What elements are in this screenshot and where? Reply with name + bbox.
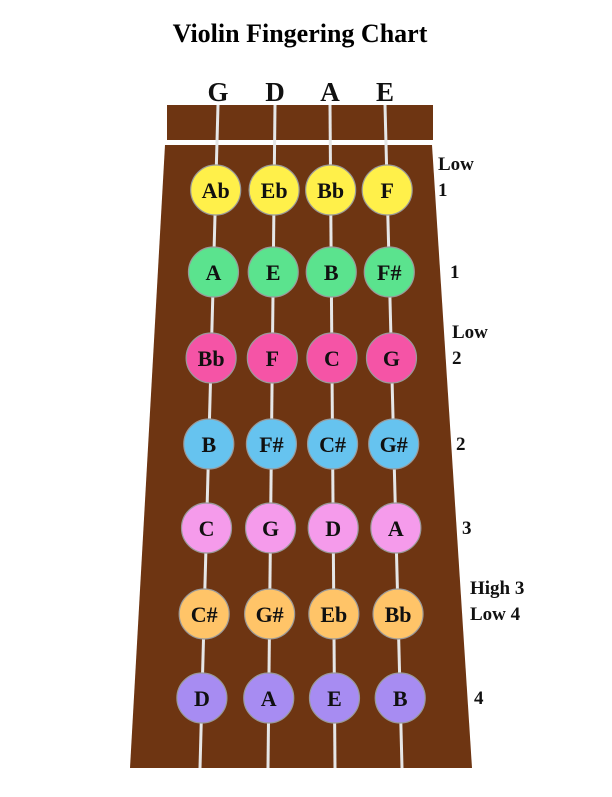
finger-label: Low <box>452 322 488 343</box>
finger-label: 2 <box>452 348 462 369</box>
note-circle <box>361 164 413 216</box>
note-circle <box>363 246 415 298</box>
note-label: A <box>388 516 404 541</box>
note-label: Eb <box>320 602 347 627</box>
chart-title: Violin Fingering Chart <box>173 19 428 48</box>
note-circle <box>176 672 228 724</box>
note-circle <box>180 502 233 554</box>
note-circle <box>374 672 426 724</box>
note-circle <box>305 164 357 216</box>
finger-label: 1 <box>438 180 448 201</box>
string-label: E <box>376 77 394 107</box>
note-label: A <box>261 686 277 711</box>
note-circle <box>248 164 300 216</box>
note-label: C# <box>319 432 346 457</box>
note-row: A E B F# <box>187 246 415 298</box>
note-circle <box>187 246 240 298</box>
note-circle <box>178 588 230 640</box>
note-circle <box>246 332 298 384</box>
note-label: F <box>380 178 393 203</box>
note-label: C <box>199 516 215 541</box>
note-circle <box>244 502 297 554</box>
nut <box>167 105 433 140</box>
note-circle <box>243 672 295 724</box>
note-circle <box>308 672 361 724</box>
finger-label: Low 4 <box>470 604 521 625</box>
finger-label: 4 <box>474 688 484 709</box>
note-label: Bb <box>198 346 225 371</box>
note-row: B F# C# G# <box>183 418 420 470</box>
note-label: E <box>266 260 281 285</box>
note-circle <box>185 332 237 384</box>
note-label: E <box>327 686 342 711</box>
note-label: D <box>325 516 341 541</box>
note-circle <box>247 246 299 298</box>
finger-label: 2 <box>456 434 466 455</box>
note-label: G <box>262 516 279 541</box>
note-label: Eb <box>261 178 288 203</box>
note-label: Ab <box>202 178 230 203</box>
note-label: G <box>383 346 400 371</box>
note-circle <box>307 502 359 554</box>
note-circle <box>190 164 242 216</box>
string-label: A <box>320 77 340 107</box>
note-circle <box>308 588 360 640</box>
note-label: Bb <box>385 602 412 627</box>
note-label: G# <box>256 602 284 627</box>
note-label: F <box>266 346 279 371</box>
note-label: G# <box>380 432 408 457</box>
note-row: Ab Eb Bb F <box>190 164 413 216</box>
note-label: C <box>324 346 340 371</box>
string-label: D <box>265 77 285 107</box>
note-label: B <box>324 260 339 285</box>
note-label: B <box>393 686 408 711</box>
finger-label: 1 <box>450 262 460 283</box>
note-circle <box>183 418 235 470</box>
note-circle <box>372 588 424 640</box>
note-row: C# G# Eb Bb <box>178 588 424 640</box>
note-circle <box>368 418 420 470</box>
note-label: F# <box>259 432 283 457</box>
finger-label: High 3 <box>470 578 524 599</box>
note-label: F# <box>377 260 401 285</box>
note-circle <box>365 332 418 384</box>
string-label: G <box>207 77 228 107</box>
note-circle <box>370 502 422 554</box>
note-row: Bb F C G <box>185 332 418 384</box>
finger-label: 3 <box>462 518 472 539</box>
finger-label: Low <box>438 154 474 175</box>
note-circle <box>305 246 357 298</box>
fingerboard <box>130 145 472 768</box>
note-label: D <box>194 686 210 711</box>
note-label: Bb <box>317 178 344 203</box>
note-circle <box>306 332 358 384</box>
note-label: A <box>206 260 222 285</box>
note-circle <box>244 588 296 640</box>
note-label: B <box>201 432 216 457</box>
note-label: C# <box>191 602 218 627</box>
note-circle <box>306 418 359 470</box>
note-circle <box>245 418 298 470</box>
